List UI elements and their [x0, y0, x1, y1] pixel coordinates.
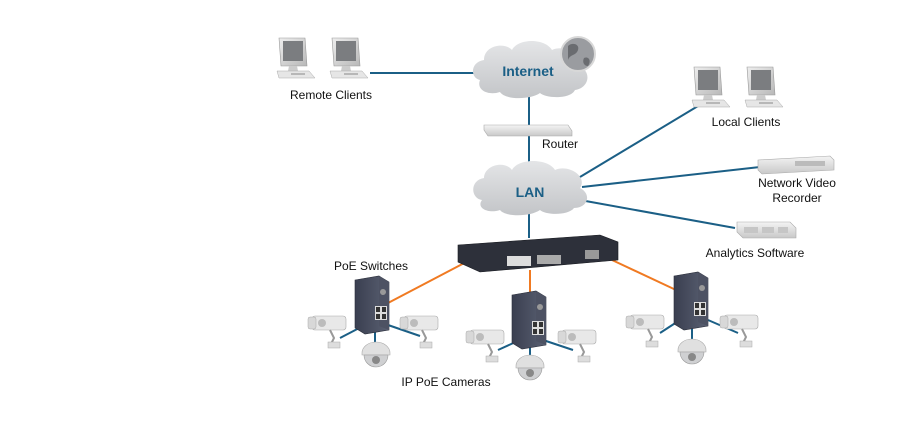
- network-video-recorder: Network Video Recorder: [757, 155, 836, 205]
- analytics-server: Analytics Software: [706, 221, 805, 260]
- dome-camera-icon: [515, 354, 545, 381]
- link-lan-local: [574, 102, 704, 181]
- computer-icon: [744, 66, 784, 108]
- bullet-camera-icon: [465, 329, 505, 363]
- router-label: Router: [542, 137, 578, 151]
- link-lan-nvr: [581, 166, 761, 188]
- remote-clients-label: Remote Clients: [290, 88, 372, 102]
- computer-icon: [329, 37, 369, 79]
- bullet-camera-icon: [719, 314, 759, 348]
- local-clients-label: Local Clients: [712, 115, 781, 129]
- network-links: [370, 72, 761, 238]
- lan-label: LAN: [516, 184, 545, 200]
- dome-camera-icon: [677, 338, 707, 365]
- lan-cloud: LAN: [473, 161, 588, 216]
- nvr-label-line1: Network Video: [758, 176, 836, 190]
- poe-link-right: [611, 259, 677, 291]
- core-switch: [457, 234, 619, 273]
- poe-links: [387, 259, 677, 304]
- analytics-label: Analytics Software: [706, 246, 805, 260]
- computer-icon: [276, 37, 316, 79]
- local-clients: Local Clients: [691, 66, 784, 129]
- poe-switches-label: PoE Switches: [334, 259, 408, 273]
- nvr-label-line2: Recorder: [772, 191, 821, 205]
- ip-cameras-label: IP PoE Cameras: [401, 375, 490, 389]
- computer-icon: [691, 66, 731, 108]
- router: Router: [483, 124, 578, 151]
- globe-icon: [560, 36, 596, 72]
- internet-label: Internet: [502, 63, 554, 79]
- internet-cloud: Internet: [472, 36, 596, 99]
- bullet-camera-icon: [307, 315, 347, 349]
- ip-cameras: IP PoE Cameras: [307, 314, 759, 389]
- link-lan-analytics: [579, 199, 736, 229]
- remote-clients: Remote Clients: [276, 37, 372, 102]
- poe-switch-icon: [511, 290, 547, 350]
- poe-link-left: [387, 259, 471, 304]
- poe-switch-icon: [354, 275, 390, 335]
- bullet-camera-icon: [625, 314, 665, 348]
- dome-camera-icon: [361, 341, 391, 368]
- poe-switch-icon: [673, 271, 709, 331]
